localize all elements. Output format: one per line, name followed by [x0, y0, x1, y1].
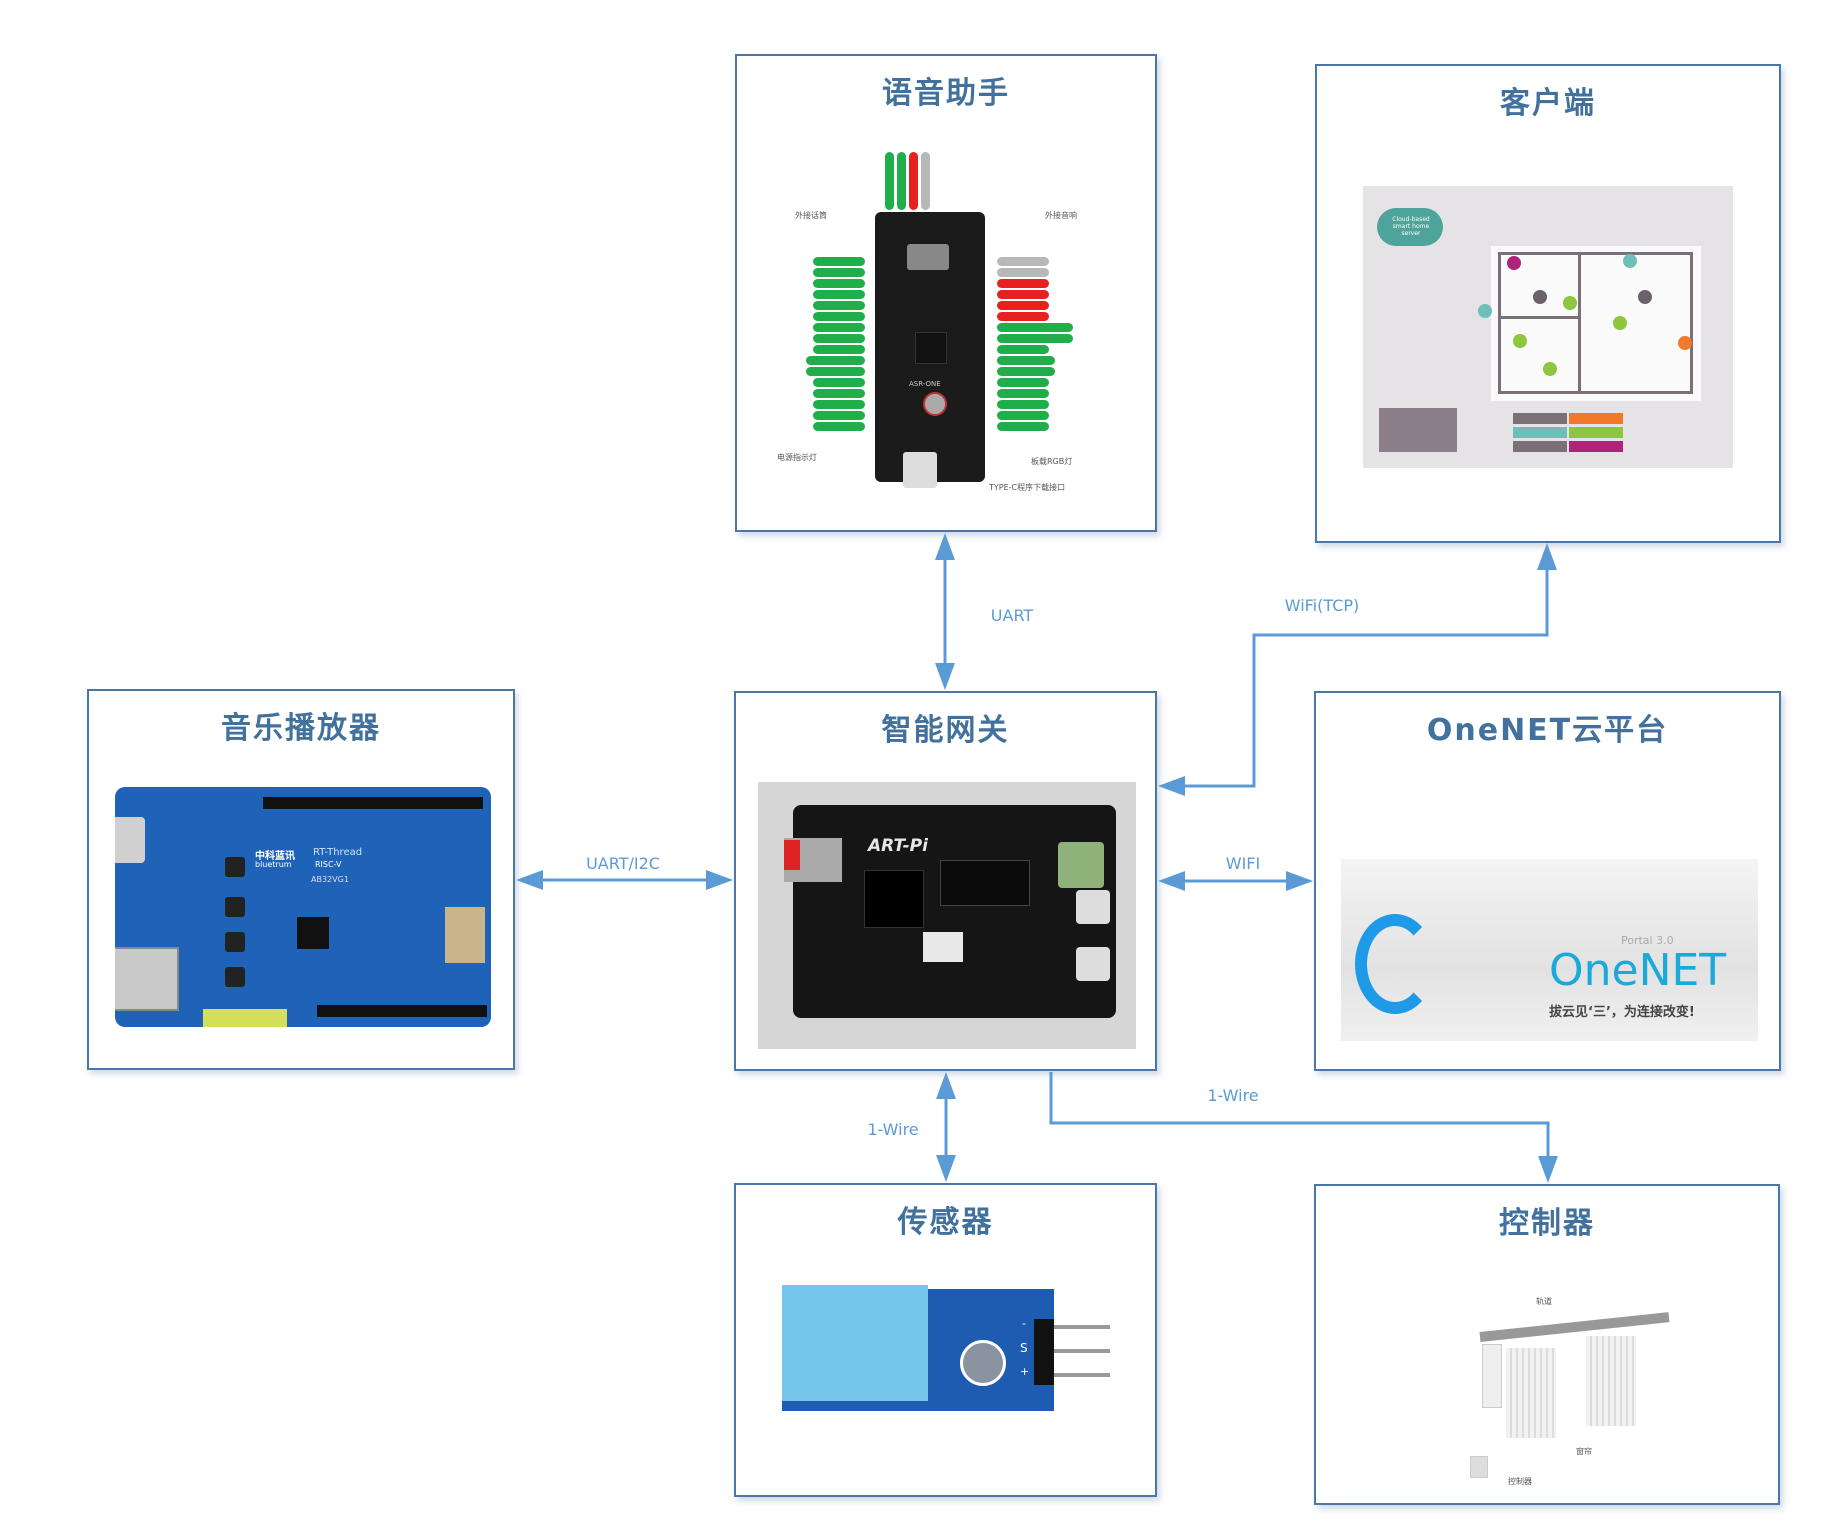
wire-1wire-controller	[1049, 1072, 1558, 1183]
arch-label: RISC-V	[315, 860, 342, 869]
ab32vg1-board-image: 中科蓝讯 RT-Thread bluetrum RISC-V AB32VG1	[115, 787, 491, 1027]
brand-cn-label: 中科蓝讯	[255, 851, 295, 862]
node-title: OneNET云平台	[1426, 713, 1669, 748]
track-label: 轨道	[1536, 1297, 1552, 1306]
power-led-callout: 电源指示灯	[777, 453, 817, 462]
node-gateway[interactable]: 智能网关 ART-Pi	[734, 691, 1157, 1071]
onenet-logo-text: OneNET	[1549, 945, 1727, 996]
wire-uart-i2c	[516, 870, 733, 890]
node-client[interactable]: 客户端 Cloud-based smart home server	[1315, 64, 1781, 543]
wire-label-uart-i2c: UART/I2C	[586, 854, 660, 873]
cloud-label: Cloud-based smart home server	[1392, 216, 1430, 237]
pin-minus-label: -	[1022, 1317, 1026, 1330]
portal-version: Portal 3.0	[1621, 934, 1674, 947]
curtain-label: 窗帘	[1576, 1447, 1592, 1456]
wire-1wire-sensor	[936, 1072, 956, 1182]
controller-label: 控制器	[1508, 1477, 1532, 1486]
dht11-sensor-image: - S +	[782, 1285, 1112, 1415]
node-title: 控制器	[1499, 1206, 1595, 1241]
wire-label-1wire-sensor: 1-Wire	[867, 1120, 919, 1139]
node-title: 智能网关	[881, 713, 1010, 748]
wire-label-uart: UART	[990, 606, 1034, 625]
node-title: 语音助手	[882, 76, 1010, 111]
wire-wifi	[1158, 871, 1313, 891]
speaker-callout: 外接音响	[1045, 211, 1077, 220]
rgb-led-callout: 板载RGB灯	[1031, 457, 1073, 466]
node-onenet[interactable]: OneNET云平台 Portal 3.0 OneNET 拔云见‘三’，为连接改变…	[1314, 691, 1781, 1071]
chip-label: ASR-ONE	[909, 380, 941, 388]
curtain-motor-image: 轨道 窗帘 控制器	[1466, 1286, 1686, 1486]
onenet-slogan: 拔云见‘三’，为连接改变!	[1549, 1005, 1695, 1020]
node-title: 客户端	[1500, 86, 1596, 121]
mic-callout: 外接话筒	[795, 211, 827, 220]
wire-label-1wire-controller: 1-Wire	[1207, 1086, 1259, 1105]
brand-en-label: bluetrum	[255, 860, 292, 869]
wire-label-wifi: WIFI	[1225, 854, 1261, 873]
node-title: 传感器	[897, 1205, 994, 1240]
model-label: AB32VG1	[311, 875, 349, 884]
smart-home-floorplan-image: Cloud-based smart home server	[1363, 186, 1733, 468]
pin-plus-label: +	[1020, 1365, 1030, 1378]
node-voice-assistant[interactable]: 语音助手 ASR-ONE	[735, 54, 1157, 532]
node-controller[interactable]: 控制器 轨道 窗帘 控制器	[1314, 1184, 1780, 1505]
wire-uart	[935, 533, 955, 690]
art-pi-label: ART-Pi	[868, 836, 928, 856]
art-pi-board-image: ART-Pi	[758, 782, 1136, 1049]
node-sensor[interactable]: 传感器 - S +	[734, 1183, 1157, 1497]
wire-label-wifi-tcp: WiFi(TCP)	[1284, 596, 1360, 615]
node-music-player[interactable]: 音乐播放器 中科蓝讯 RT-Thread bluetrum RISC-V AB3…	[87, 689, 515, 1070]
onenet-logo-image: Portal 3.0 OneNET 拔云见‘三’，为连接改变!	[1341, 859, 1758, 1041]
node-title: 音乐播放器	[221, 711, 381, 746]
typec-callout: TYPE-C程序下载接口	[989, 483, 1066, 492]
asr-board-image: ASR-ONE 外接话筒 外接音响	[775, 152, 1120, 512]
os-label: RT-Thread	[313, 847, 363, 858]
pin-s-label: S	[1020, 1341, 1028, 1355]
